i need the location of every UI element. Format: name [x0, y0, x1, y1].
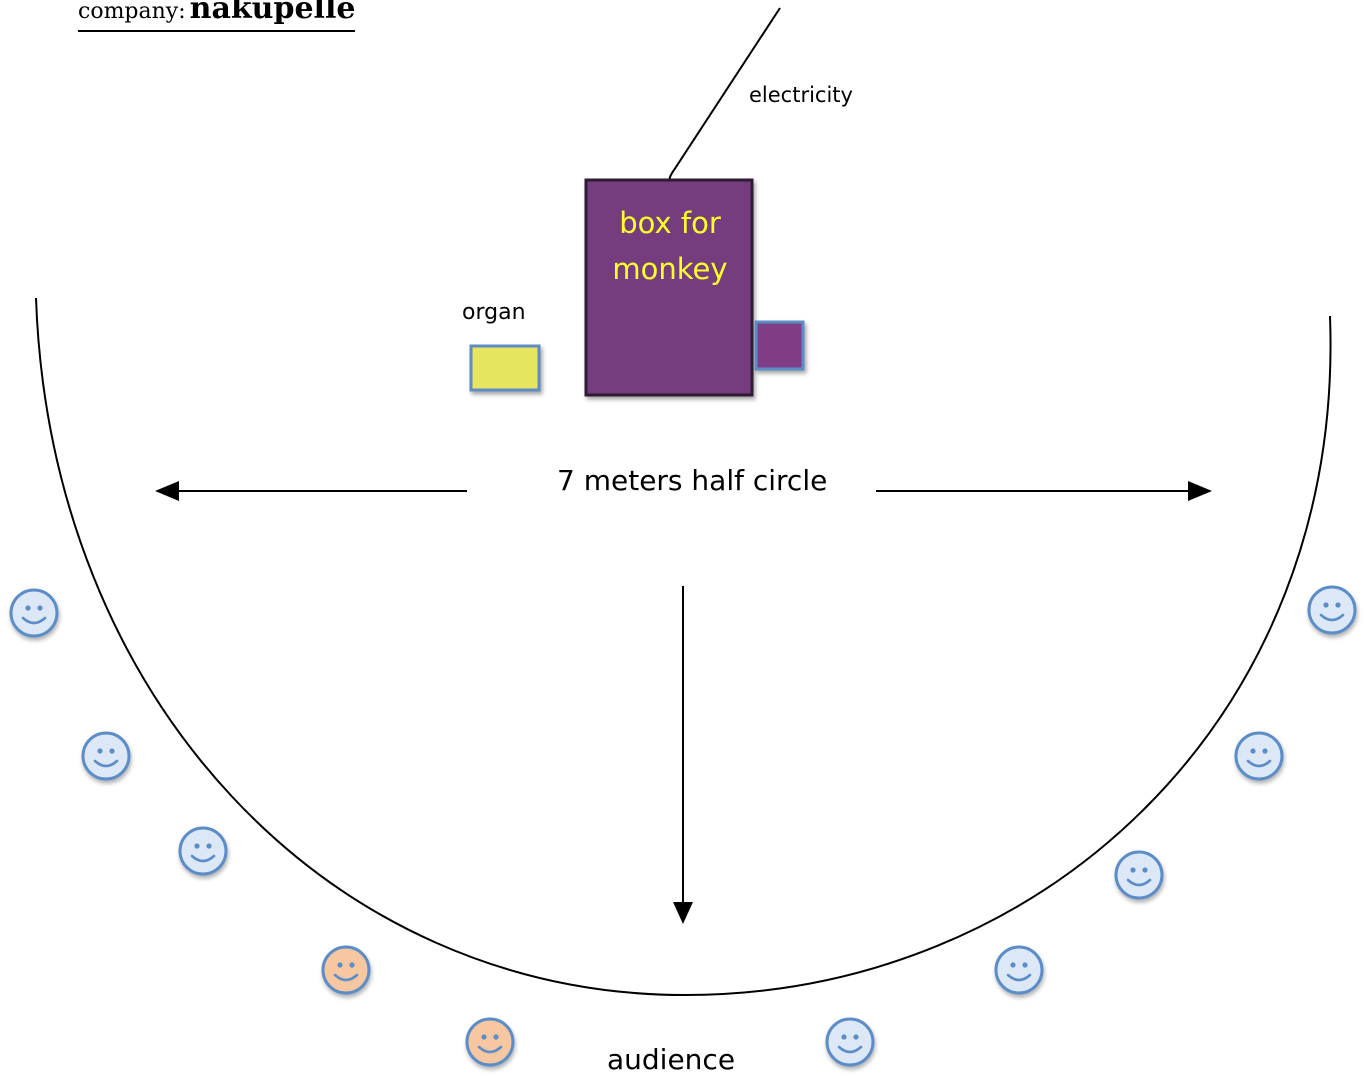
- audience-face-left-3: [178, 826, 228, 876]
- face-head: [994, 945, 1044, 995]
- audience-face-right-5: [825, 1017, 875, 1067]
- face-left-eye: [1250, 748, 1256, 754]
- audience-face-left-4: [321, 945, 371, 995]
- organ-box: [469, 344, 541, 392]
- face-smile: [21, 616, 47, 625]
- face-smile: [333, 973, 359, 982]
- face-smile: [837, 1045, 863, 1054]
- monkey-box: [584, 178, 754, 397]
- face-right-eye: [1335, 602, 1341, 608]
- face-right-eye: [853, 1034, 859, 1040]
- down-arrow: [673, 586, 693, 924]
- audience-face-right-2: [1234, 731, 1284, 781]
- face-smile: [93, 759, 119, 768]
- face-right-eye: [349, 962, 355, 968]
- audience-face-left-1: [9, 588, 59, 638]
- face-left-eye: [97, 748, 103, 754]
- face-head: [9, 588, 59, 638]
- face-left-eye: [1323, 602, 1329, 608]
- face-smile: [190, 854, 216, 863]
- face-left-eye: [1130, 867, 1136, 873]
- face-right-eye: [1142, 867, 1148, 873]
- small-box: [754, 320, 805, 371]
- monkey-box-label-line1: box for: [619, 206, 721, 240]
- face-head: [321, 945, 371, 995]
- face-right-eye: [37, 605, 43, 611]
- stage-half-circle: [35, 297, 1332, 997]
- audience-face-left-2: [81, 731, 131, 781]
- company-title: company:nakupelle: [78, 0, 356, 32]
- audience-faces: [9, 585, 1357, 1067]
- face-smile: [1006, 973, 1032, 982]
- face-head: [465, 1017, 515, 1067]
- face-right-eye: [206, 843, 212, 849]
- face-right-eye: [109, 748, 115, 754]
- audience-face-right-4: [994, 945, 1044, 995]
- face-smile: [477, 1045, 503, 1054]
- face-head: [1114, 850, 1164, 900]
- face-left-eye: [337, 962, 343, 968]
- organ-label: organ: [462, 300, 526, 325]
- face-head: [1234, 731, 1284, 781]
- face-smile: [1126, 878, 1152, 887]
- face-left-eye: [194, 843, 200, 849]
- company-name: nakupelle: [189, 0, 356, 26]
- face-right-eye: [1262, 748, 1268, 754]
- face-head: [178, 826, 228, 876]
- face-right-eye: [493, 1034, 499, 1040]
- face-head: [81, 731, 131, 781]
- company-label: company:: [78, 0, 186, 24]
- half-circle-label: 7 meters half circle: [557, 464, 828, 497]
- audience-face-left-5: [465, 1017, 515, 1067]
- face-left-eye: [481, 1034, 487, 1040]
- monkey-box-label: box for monkey: [588, 200, 752, 292]
- face-smile: [1319, 613, 1345, 622]
- face-left-eye: [1010, 962, 1016, 968]
- left-arrow: [155, 481, 467, 501]
- audience-face-right-3: [1114, 850, 1164, 900]
- face-smile: [1246, 759, 1272, 768]
- face-head: [825, 1017, 875, 1067]
- electricity-label: electricity: [749, 83, 853, 107]
- face-left-eye: [25, 605, 31, 611]
- audience-face-right-1: [1307, 585, 1357, 635]
- face-left-eye: [841, 1034, 847, 1040]
- face-right-eye: [1022, 962, 1028, 968]
- monkey-box-label-line2: monkey: [612, 252, 728, 286]
- face-head: [1307, 585, 1357, 635]
- right-arrow: [876, 481, 1212, 501]
- audience-label: audience: [607, 1043, 736, 1076]
